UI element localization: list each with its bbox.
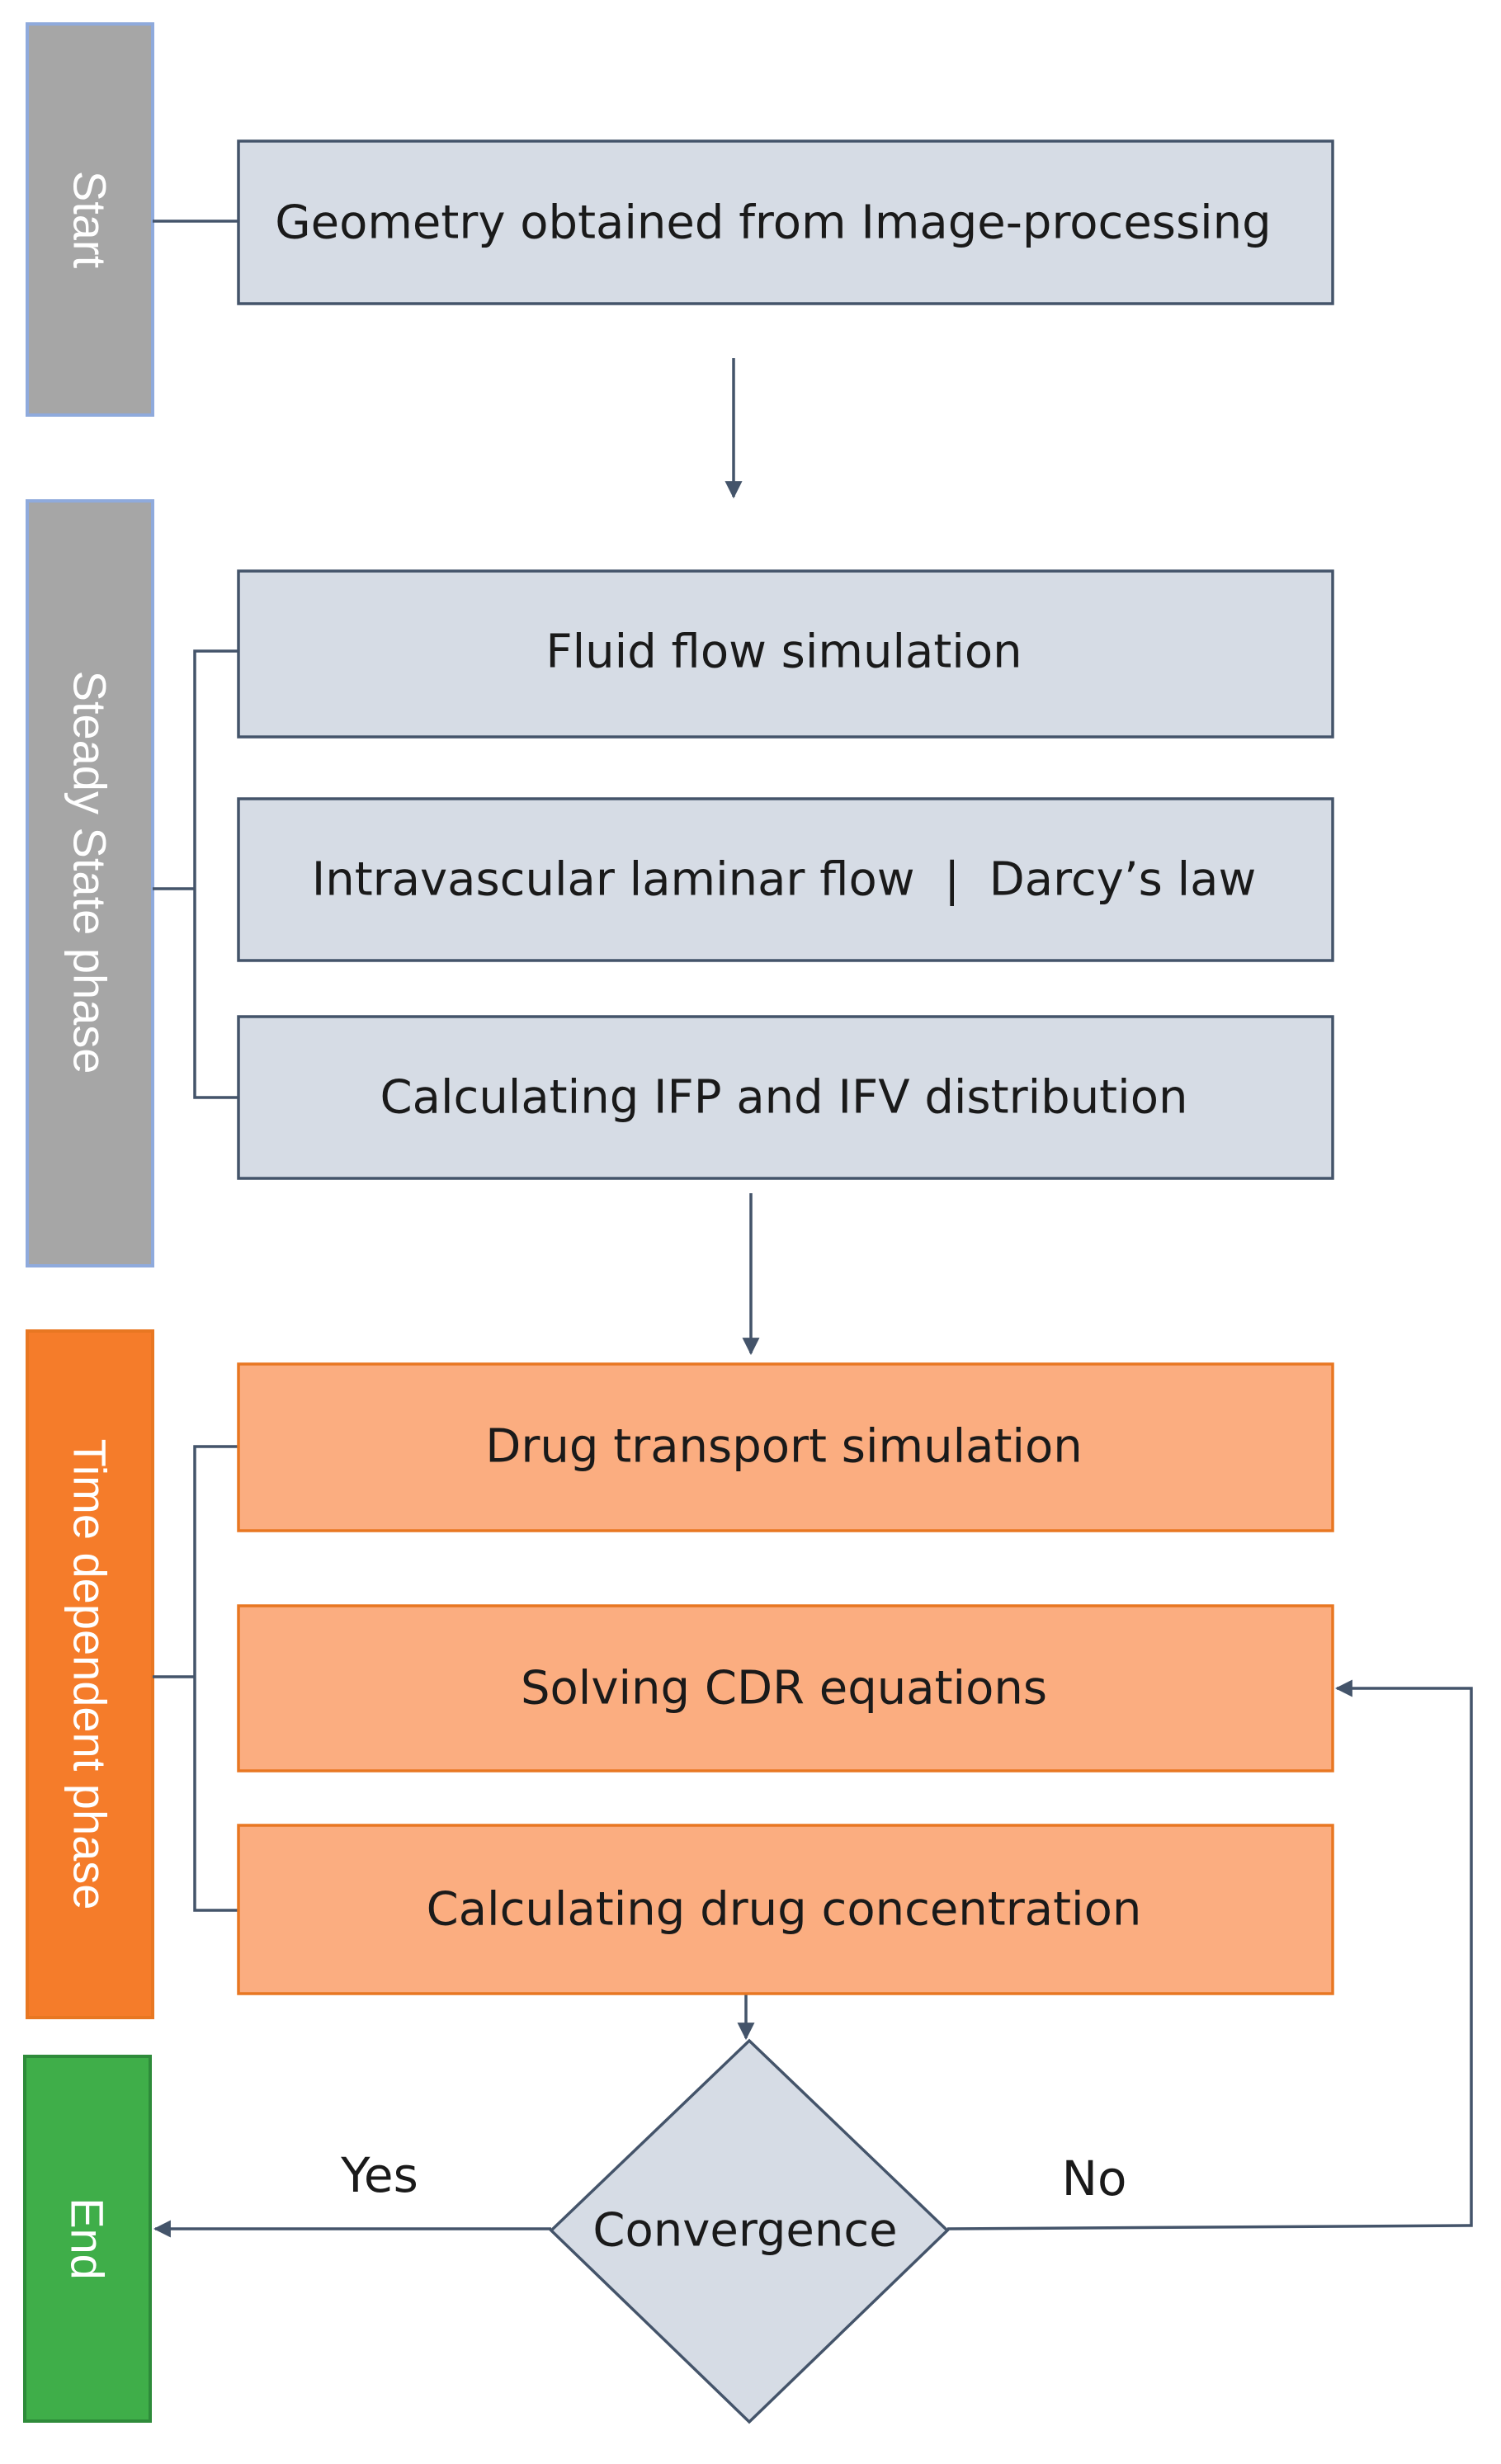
step-geometry-box — [237, 139, 1334, 305]
step-ifp-ifv: Calculating IFP and IFV distribution — [237, 1015, 1334, 1180]
step-ifp-ifv-label: Calculating IFP and IFV distribution — [380, 1071, 1188, 1125]
step-drug-transport-box — [237, 1362, 1334, 1532]
step-concentration: Calculating drug concentration — [237, 1824, 1334, 1995]
step-laminar-darcy-box — [237, 797, 1334, 962]
phase-start-bar — [26, 22, 154, 417]
decision-convergence-label: Convergence — [592, 2204, 897, 2258]
phase-end-label: End — [62, 2197, 114, 2280]
phase-time-dependent-bar — [26, 1329, 154, 2019]
bracket-steady-state — [193, 649, 238, 1099]
phase-start-label: Start — [64, 171, 116, 269]
step-geometry: Geometry obtained from Image-processing — [237, 139, 1334, 305]
phase-steady-state-label: Steady State phase — [64, 671, 116, 1074]
step-drug-transport-label: Drug transport simulation — [485, 1420, 1082, 1474]
step-fluid-flow: Fluid flow simulation — [237, 569, 1334, 739]
step-cdr-label: Solving CDR equations — [521, 1662, 1047, 1716]
decision-convergence-diamond — [549, 2038, 950, 2424]
step-fluid-flow-box — [237, 569, 1334, 739]
phase-end-bar — [23, 2055, 152, 2423]
step-fluid-flow-label: Fluid flow simulation — [545, 625, 1022, 679]
step-drug-transport: Drug transport simulation — [237, 1362, 1334, 1532]
phase-time-dependent-label: Time dependent phase — [64, 1439, 116, 1910]
step-concentration-label: Calculating drug concentration — [427, 1883, 1142, 1937]
decision-no-label: No — [1062, 2150, 1127, 2207]
step-concentration-box — [237, 1824, 1334, 1995]
decision-convergence: Convergence — [549, 2038, 950, 2424]
phase-end: End — [23, 2055, 152, 2423]
step-cdr: Solving CDR equations — [237, 1604, 1334, 1772]
step-geometry-label: Geometry obtained from Image-processing — [275, 196, 1271, 250]
step-laminar-darcy: Intravascular laminar flow | Darcy’s law — [237, 797, 1334, 962]
phase-time-dependent: Time dependent phase — [26, 1329, 154, 2019]
bracket-time-dependent — [193, 1445, 238, 1912]
step-laminar-darcy-label: Intravascular laminar flow | Darcy’s law — [312, 853, 1257, 907]
phase-steady-state: Steady State phase — [26, 499, 154, 1267]
step-cdr-box — [237, 1604, 1334, 1772]
step-ifp-ifv-box — [237, 1015, 1334, 1180]
decision-yes-label: Yes — [340, 2147, 418, 2203]
phase-steady-state-bar — [26, 499, 154, 1267]
phase-start: Start — [26, 22, 154, 417]
arrow-no-loop-back — [946, 1679, 1473, 2230]
